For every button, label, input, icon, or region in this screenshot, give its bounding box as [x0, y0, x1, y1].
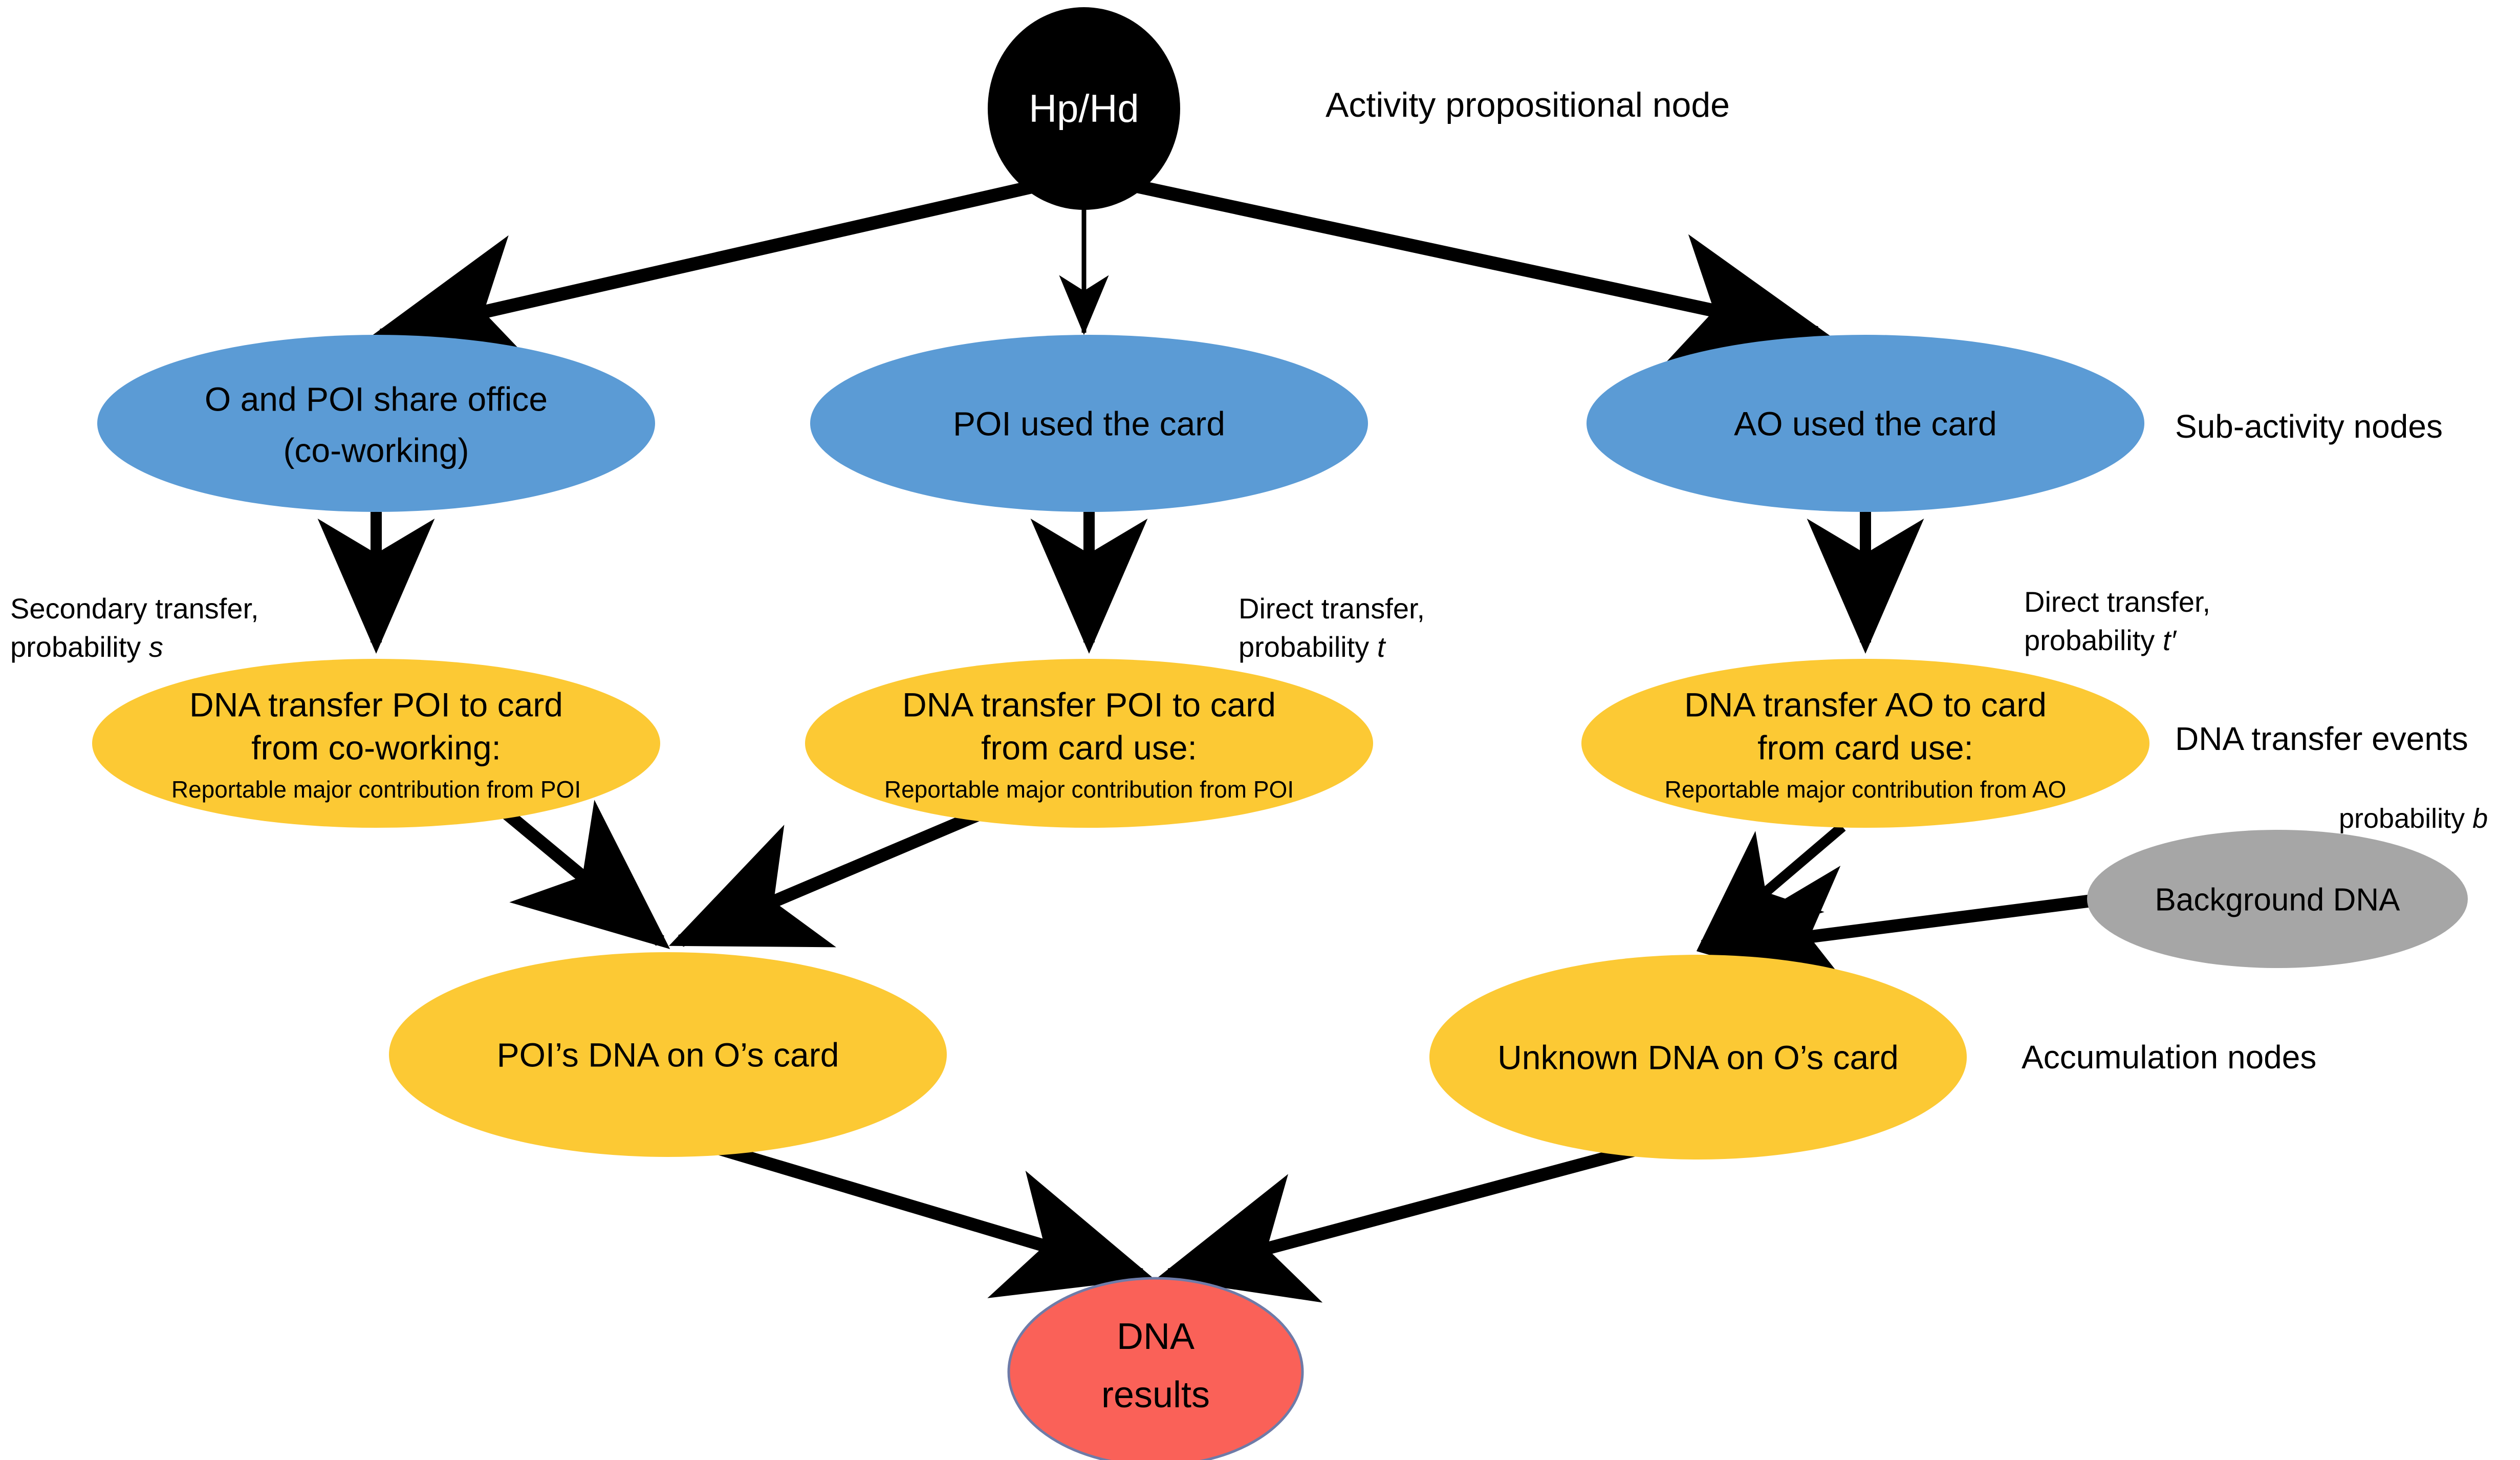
edge-transfer-poi-coworking-to-poi-dna: [500, 800, 670, 949]
coworking-node-label-line2: (co-working): [283, 431, 469, 469]
transfer-poi-coworking-line2: from co-working:: [251, 728, 501, 766]
edge-label-direct-transfer-t: Direct transfer, probability t: [1239, 592, 1425, 663]
ao-used-card-node-ellipse: [1587, 335, 2144, 512]
node-accumulation-unknown-dna[interactable]: Unknown DNA on O’s card: [1429, 955, 1967, 1160]
direct-transfer-t-prime-line2: probability t′: [2024, 624, 2177, 656]
dna-results-ellipse: [1007, 1277, 1304, 1460]
poi-dna-on-card-ellipse: [389, 952, 947, 1157]
transfer-ao-carduse-line3: Reportable major contribution from AO: [1665, 776, 2067, 803]
edge-transfer-poi-carduse-to-poi-dna: [668, 808, 983, 948]
coworking-node-label-line1: O and POI share office: [205, 380, 548, 418]
transfer-poi-carduse-line3: Reportable major contribution from POI: [884, 776, 1294, 803]
direct-transfer-t-prime-symbol: t′: [2163, 624, 2178, 656]
unknown-dna-on-card-ellipse: [1429, 955, 1967, 1160]
root-node-label: Hp/Hd: [1029, 87, 1139, 131]
transfer-poi-carduse-line1: DNA transfer POI to card: [902, 685, 1276, 723]
node-background-dna[interactable]: Background DNA: [2087, 830, 2468, 968]
node-transfer-poi-coworking[interactable]: DNA transfer POI to card from co-working…: [92, 659, 660, 828]
poi-dna-on-card-label: POI’s DNA on O’s card: [497, 1036, 839, 1073]
secondary-transfer-line2: probability s: [10, 631, 163, 663]
direct-transfer-t-prime-prefix: probability: [2024, 624, 2163, 656]
edge-transfer-ao-carduse-to-unknown-dna: [1696, 823, 1846, 951]
background-probability-symbol: b: [2472, 803, 2488, 834]
transfer-poi-carduse-ellipse: [805, 659, 1373, 828]
node-root-hp-hd[interactable]: Hp/Hd: [988, 7, 1180, 210]
transfer-ao-carduse-line2: from card use:: [1757, 728, 1973, 766]
node-dna-results[interactable]: DNA results: [1007, 1277, 1304, 1460]
edge-background-dna-to-unknown-dna: [1697, 866, 2150, 998]
direct-transfer-t-line1: Direct transfer,: [1239, 592, 1425, 625]
transfer-poi-coworking-ellipse: [92, 659, 660, 828]
node-transfer-ao-carduse[interactable]: DNA transfer AO to card from card use: R…: [1581, 659, 2149, 828]
transfer-poi-coworking-line1: DNA transfer POI to card: [189, 685, 563, 723]
direct-transfer-t-prime-line1: Direct transfer,: [2024, 586, 2210, 618]
legend-accumulation-nodes: Accumulation nodes: [2022, 1039, 2316, 1076]
coworking-node-ellipse: [97, 335, 655, 512]
edge-label-direct-transfer-t-prime: Direct transfer, probability t′: [2024, 586, 2210, 656]
background-probability-prefix: probability: [2339, 803, 2472, 834]
edge-root-to-coworking: [368, 175, 1056, 371]
edge-label-secondary-transfer: Secondary transfer, probability s: [10, 592, 259, 663]
background-dna-ellipse: [2087, 830, 2468, 968]
secondary-transfer-symbol: s: [149, 631, 163, 663]
edge-label-background-probability: probability b: [2339, 803, 2488, 834]
transfer-poi-carduse-line2: from card use:: [981, 728, 1197, 766]
node-sub-activity-ao-used-card[interactable]: AO used the card: [1587, 335, 2144, 512]
legend-sub-activity-nodes: Sub-activity nodes: [2175, 408, 2443, 445]
dna-results-line1: DNA: [1117, 1316, 1194, 1357]
secondary-transfer-prefix: probability: [10, 631, 149, 663]
node-transfer-poi-carduse[interactable]: DNA transfer POI to card from card use: …: [805, 659, 1373, 828]
poi-used-card-node-label: POI used the card: [953, 404, 1225, 442]
secondary-transfer-line1: Secondary transfer,: [10, 592, 259, 625]
dna-results-line2: results: [1101, 1375, 1210, 1415]
transfer-ao-carduse-ellipse: [1581, 659, 2149, 828]
node-sub-activity-coworking[interactable]: O and POI share office (co-working): [97, 335, 655, 512]
unknown-dna-on-card-label: Unknown DNA on O’s card: [1497, 1038, 1899, 1076]
node-sub-activity-poi-used-card[interactable]: POI used the card: [810, 335, 1368, 512]
direct-transfer-t-prefix: probability: [1239, 631, 1377, 663]
direct-transfer-t-line2: probability t: [1239, 631, 1386, 663]
ao-used-card-node-label: AO used the card: [1734, 404, 1997, 442]
transfer-ao-carduse-line1: DNA transfer AO to card: [1684, 685, 2047, 723]
legend-activity-propositional-node: Activity propositional node: [1326, 85, 1730, 124]
background-dna-label: Background DNA: [2155, 882, 2400, 917]
edge-root-to-ao-used-card: [1114, 175, 1830, 370]
root-node-ellipse: [988, 7, 1180, 210]
transfer-poi-coworking-line3: Reportable major contribution from POI: [171, 776, 581, 803]
direct-transfer-t-symbol: t: [1377, 631, 1386, 663]
node-accumulation-poi-dna[interactable]: POI’s DNA on O’s card: [389, 952, 947, 1157]
background-probability-line: probability b: [2339, 803, 2488, 834]
poi-used-card-node-ellipse: [810, 335, 1368, 512]
legend-dna-transfer-events: DNA transfer events: [2175, 720, 2468, 757]
